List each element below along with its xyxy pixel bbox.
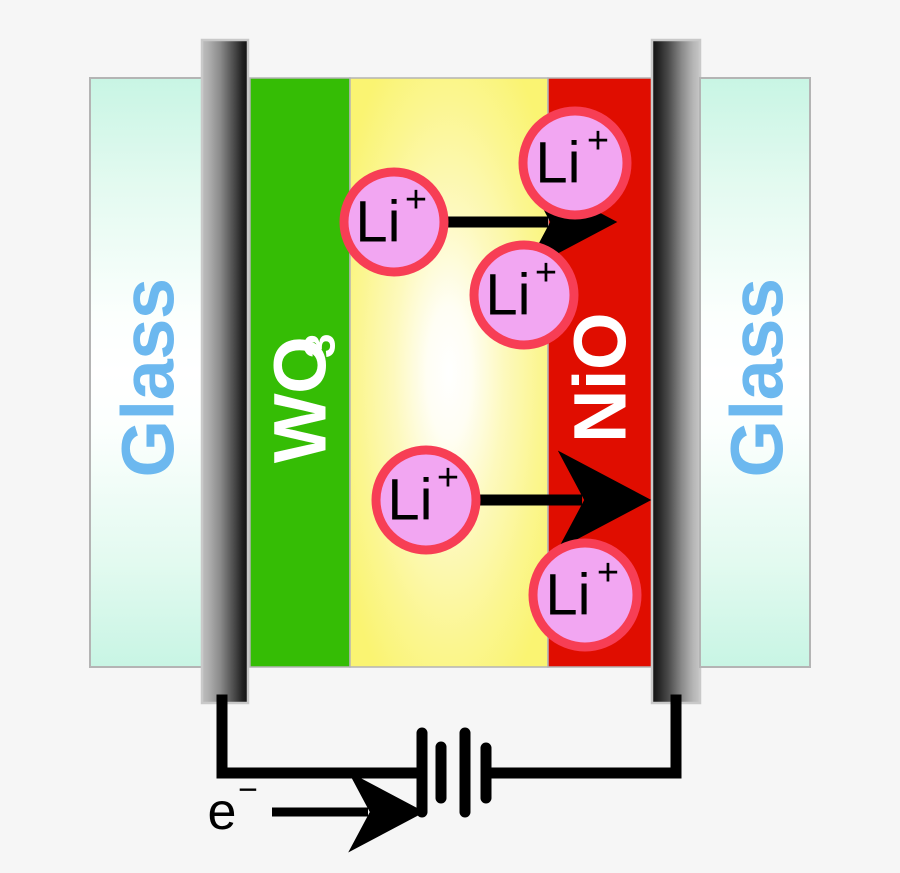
electron-charge-sign: − [238, 771, 258, 809]
ion-symbol: Li [485, 263, 530, 328]
layer-glass-right: Glass [699, 77, 811, 668]
ion-circle [528, 538, 642, 652]
wo3-body [249, 77, 351, 668]
ion-charge: + [587, 120, 609, 162]
lithium-ion: Li + [469, 240, 579, 350]
ion-charge: + [535, 252, 557, 294]
lithium-ion: Li + [528, 538, 642, 652]
ion-symbol: Li [535, 131, 580, 196]
electrode-right-body [650, 38, 702, 705]
lithium-ion: Li + [371, 445, 481, 555]
electron-flow-annotation: e − [208, 771, 425, 853]
lithium-ion: Li + [339, 167, 449, 277]
layer-glass-left: Glass [89, 77, 208, 668]
ion-symbol: Li [355, 190, 400, 255]
circuit-wire-right [484, 694, 682, 779]
ion-symbol: Li [545, 563, 590, 628]
electrolyte-body [349, 77, 549, 668]
ion-charge: + [437, 457, 459, 499]
ion-circle [518, 106, 632, 220]
ion-circle [339, 167, 449, 277]
wo3-label: WO [259, 337, 342, 463]
external-circuit: e − [208, 694, 682, 853]
ion-charge: + [405, 179, 427, 221]
ion-circle [371, 445, 481, 555]
electrode-left-body [200, 38, 250, 705]
glass-left-body [89, 77, 208, 668]
ion-circle [469, 240, 579, 350]
circuit-wire-left [216, 694, 426, 779]
layer-electrode-right [650, 38, 702, 705]
layer-electrolyte [349, 77, 549, 668]
glass-left-label: Glass [107, 278, 190, 477]
layer-wo3: WO 3 [249, 77, 351, 668]
ion-charge: + [597, 552, 619, 594]
lithium-ion: Li + [518, 106, 632, 220]
wo3-subscript: 3 [296, 334, 345, 358]
lithium-ions: Li + Li + Li + Li + Li + [339, 106, 642, 652]
glass-right-body [699, 77, 811, 668]
ion-symbol: Li [387, 468, 432, 533]
glass-right-label: Glass [716, 278, 799, 477]
electron-label: e [208, 783, 237, 841]
nio-label: NiO [559, 313, 642, 443]
ion-transport-arrows [446, 172, 652, 550]
wo3-label-group: WO 3 [259, 334, 345, 463]
battery-symbol [416, 727, 492, 818]
layer-electrode-left [200, 38, 250, 705]
